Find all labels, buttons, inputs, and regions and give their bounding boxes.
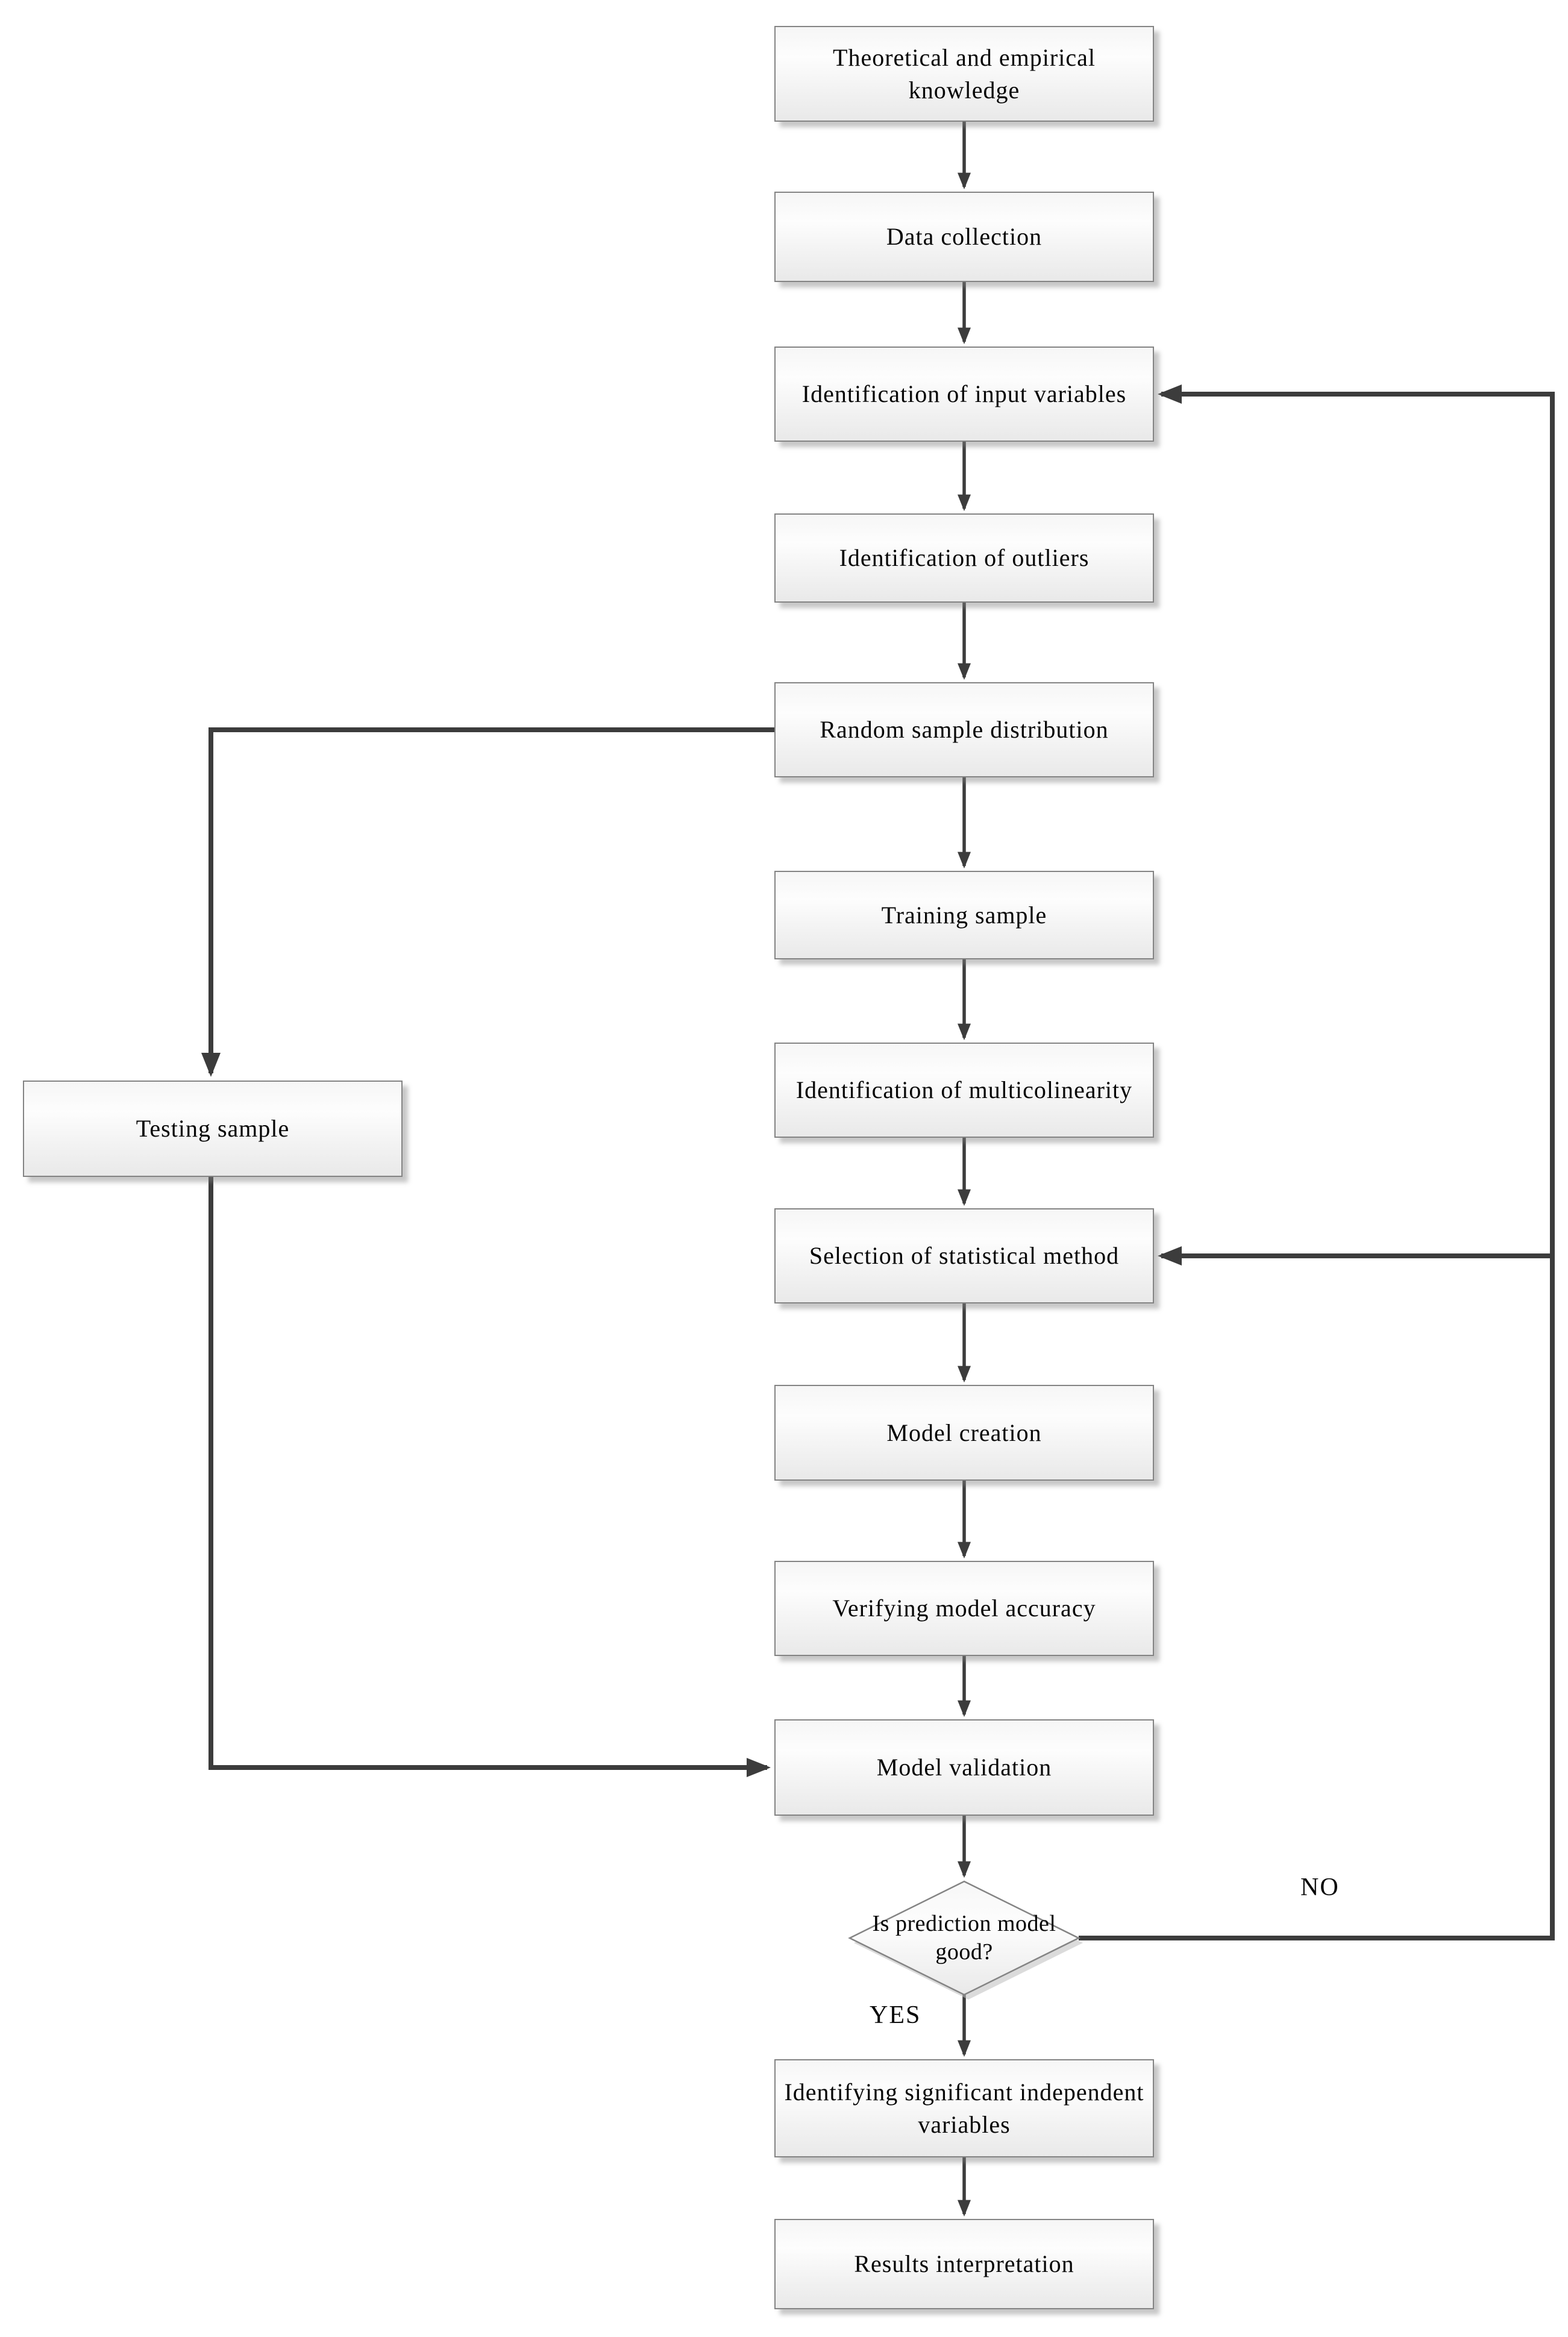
node-training-sample: Training sample [774, 871, 1154, 959]
node-label: Identification of multicolinearity [795, 1076, 1133, 1103]
decision-label: Is prediction model good? [850, 1881, 1079, 1995]
node-input-variables: Identification of input variables [774, 347, 1154, 442]
arrow-testing-to-validation [209, 1177, 771, 1777]
node-label: Theoretical and empirical knowledge [833, 43, 1096, 104]
branch-label-yes: YES [870, 2001, 921, 2029]
node-multicolinearity: Identification of multicolinearity [774, 1043, 1154, 1138]
decision-diamond [848, 1880, 1080, 1996]
node-outliers: Identification of outliers [774, 513, 1154, 603]
node-label: Training sample [881, 901, 1047, 929]
branch-label-no: NO [1300, 1874, 1340, 1901]
node-label: Verifying model accuracy [832, 1595, 1096, 1622]
node-model-validation: Model validation [774, 1719, 1154, 1816]
node-label: Random sample distribution [820, 716, 1109, 743]
node-label: Results interpretation [854, 2250, 1074, 2277]
node-verifying-accuracy: Verifying model accuracy [774, 1561, 1154, 1656]
node-label: Model creation [886, 1419, 1042, 1446]
node-data-collection: Data collection [774, 192, 1154, 282]
node-label: Identification of outliers [839, 544, 1090, 571]
node-statistical-method: Selection of statistical method [774, 1208, 1154, 1303]
node-label: Data collection [886, 223, 1043, 250]
node-label: Model validation [876, 1754, 1052, 1781]
node-results-interpretation: Results interpretation [774, 2219, 1154, 2309]
node-theoretical-knowledge: Theoretical and empirical knowledge [774, 26, 1154, 122]
node-significant-variables: Identifying significant independent vari… [774, 2059, 1154, 2157]
node-label: Identification of input variables [801, 380, 1127, 407]
node-testing-sample: Testing sample [23, 1081, 403, 1177]
decision-label-text: Is prediction model good? [872, 1910, 1056, 1965]
node-label: Identifying significant independent vari… [784, 2078, 1144, 2138]
node-label: Testing sample [136, 1115, 290, 1142]
arrow-decision-no-loop-to-inputvars [1079, 384, 1555, 1940]
node-label: Selection of statistical method [809, 1242, 1120, 1269]
node-model-creation: Model creation [774, 1385, 1154, 1481]
arrow-randomsample-to-testing [201, 727, 774, 1077]
node-random-sample: Random sample distribution [774, 682, 1154, 777]
